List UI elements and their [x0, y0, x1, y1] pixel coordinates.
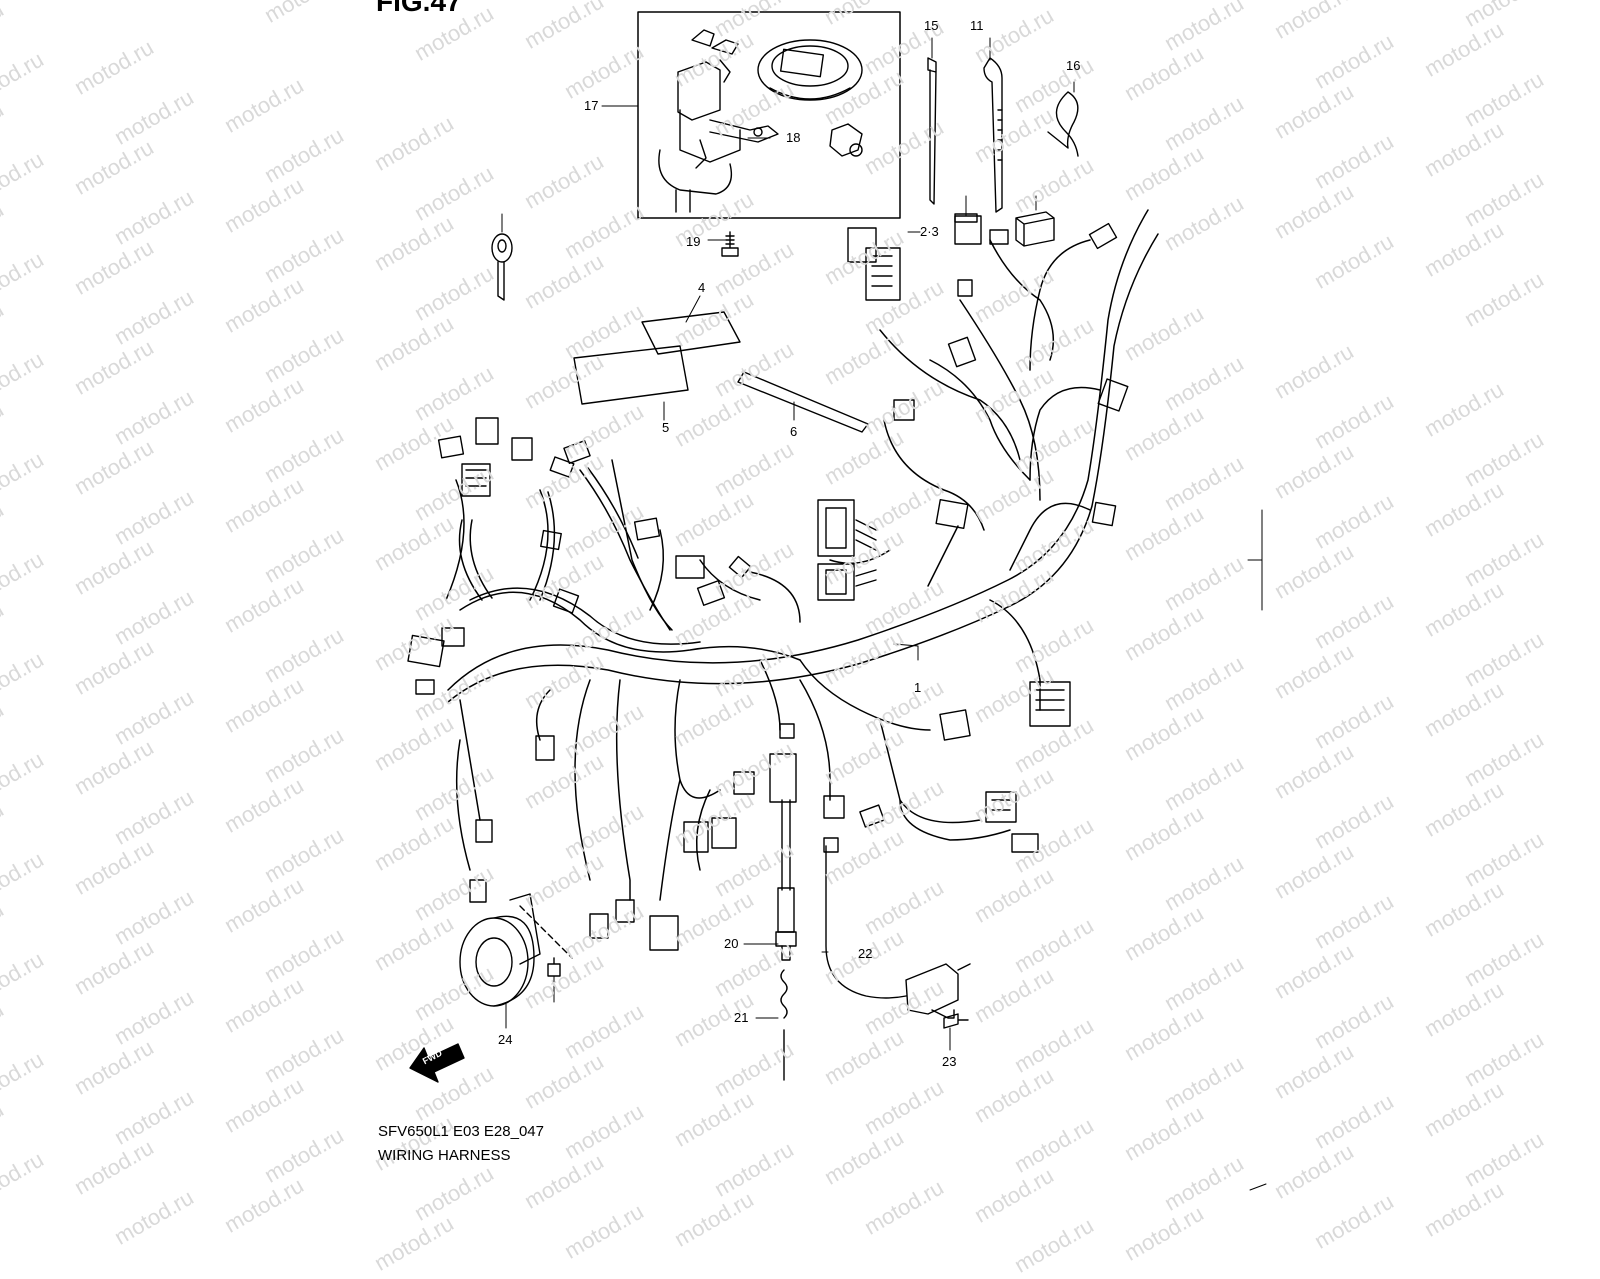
callout-15: 19: [686, 234, 701, 249]
callout-20: 24: [498, 1032, 513, 1047]
callout-12: 16: [1066, 58, 1081, 73]
callout-2-3: 2·3: [920, 224, 939, 239]
callout-7-8-9-10: 11: [970, 18, 984, 33]
figure-code: SFV650L1 E03 E28_047: [378, 1123, 544, 1140]
key-drawing: [491, 233, 513, 301]
watermark-text: motod.ru: [560, 1198, 648, 1264]
watermark-text: motod.ru: [1120, 1200, 1208, 1266]
rear-brake-switch-drawing: [775, 799, 797, 1081]
watermark-text: motod.ru: [370, 1210, 458, 1276]
watermark-text: motod.ru: [1010, 1212, 1098, 1278]
callout-19: 23: [942, 1054, 957, 1069]
callout-13: 17: [584, 98, 599, 113]
fwd-arrow-icon: [409, 1043, 465, 1083]
connectors: [407, 222, 1129, 951]
callout-4: 4: [698, 280, 706, 295]
callout-18: 22: [858, 946, 873, 961]
figure-title: FIG.47: [376, 0, 462, 17]
horn-drawing: [459, 893, 573, 1007]
lock-set-group: [637, 11, 901, 219]
side-stand-switch-drawing: [825, 845, 971, 1019]
callout-6: 6: [790, 424, 798, 439]
leader-lines: [501, 37, 1267, 1191]
callout-1: 1: [914, 680, 922, 695]
callout-11: 15: [924, 18, 939, 33]
callout-14: 18: [786, 130, 801, 145]
callout-17: 21: [734, 1010, 749, 1025]
callout-16: 20: [724, 936, 739, 951]
wiring-harness-drawing: [407, 11, 1267, 1191]
harness-trunk: [445, 209, 1159, 901]
figure-name: WIRING HARNESS: [378, 1147, 511, 1164]
callout-5: 5: [662, 420, 670, 435]
